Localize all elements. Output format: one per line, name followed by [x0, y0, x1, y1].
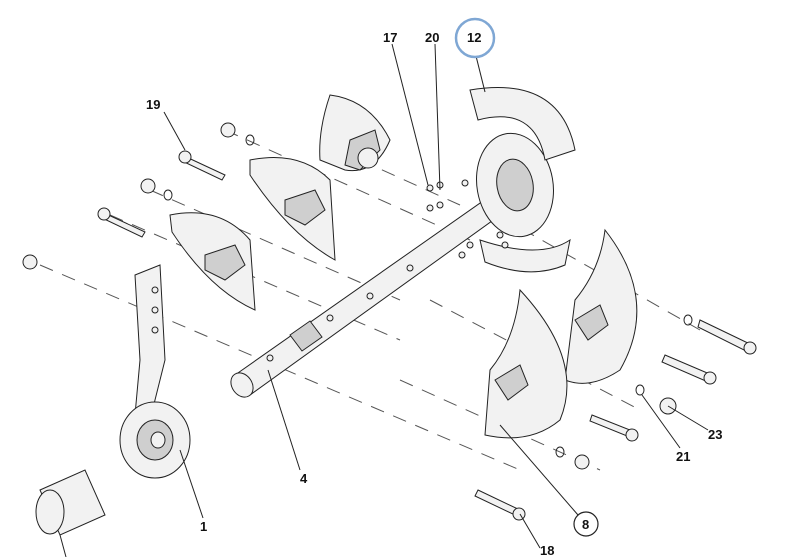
auger-flight-right-front — [484, 288, 568, 439]
callout-12: 12 — [467, 30, 481, 45]
bolts-right — [474, 314, 757, 521]
callout-labels: 19 17 20 12 4 1 8 21 23 18 — [146, 17, 722, 557]
callout-1: 1 — [200, 519, 207, 534]
callout-8: 8 — [582, 517, 589, 532]
auger-flight-right-back — [564, 228, 638, 384]
callout-21: 21 — [676, 449, 690, 464]
half-ring-12 — [469, 87, 576, 273]
bolts-left — [22, 122, 255, 270]
leader-lines — [59, 43, 709, 557]
callout-4: 4 — [300, 471, 308, 486]
callout-20: 20 — [425, 30, 439, 45]
bearing-housing — [119, 401, 191, 479]
callout-18: 18 — [540, 543, 554, 557]
collar-sleeve — [35, 469, 106, 536]
small-screws — [426, 179, 509, 259]
callout-23: 23 — [708, 427, 722, 442]
flange-hub — [476, 132, 554, 238]
highlight-ring — [454, 17, 496, 59]
callout-19: 19 — [146, 97, 160, 112]
auger-flight-left — [169, 212, 256, 311]
center-lines — [39, 129, 701, 471]
lever-arm — [134, 264, 166, 421]
callout-8-circle — [573, 511, 599, 537]
callout-17: 17 — [383, 30, 397, 45]
auger-flight-upper — [249, 94, 391, 261]
